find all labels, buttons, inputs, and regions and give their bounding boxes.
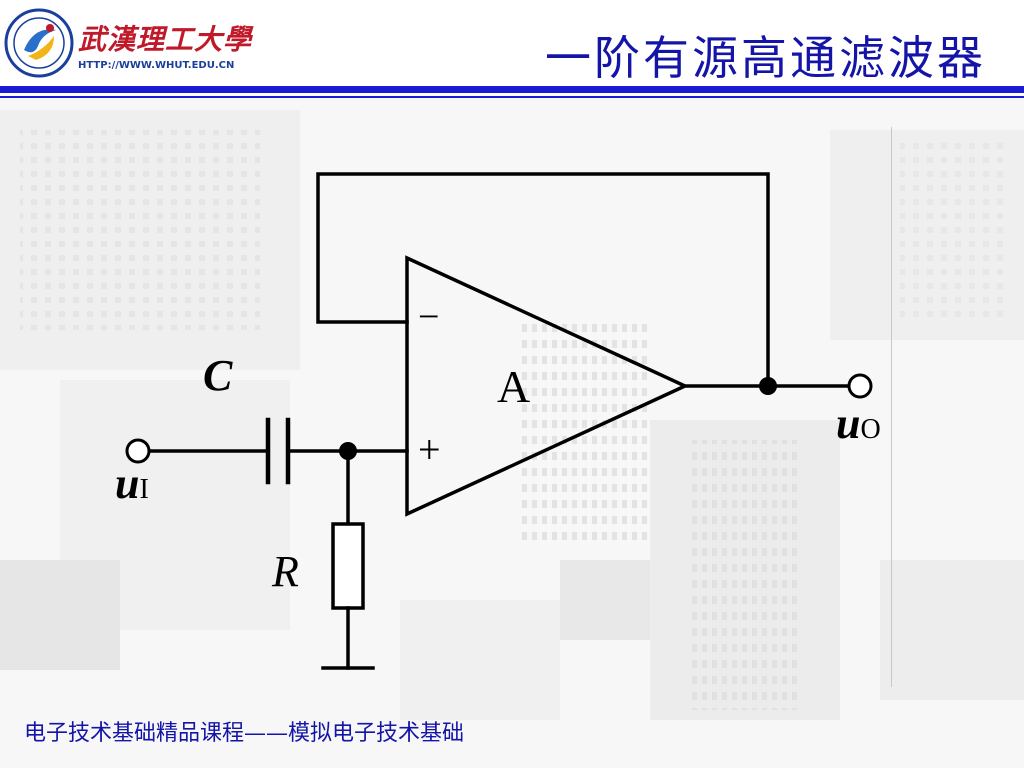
header-rule	[0, 86, 1024, 93]
output-terminal	[847, 373, 873, 399]
input-junction	[339, 442, 357, 460]
output-voltage-subscript: O	[860, 414, 881, 445]
opamp-triangle	[405, 255, 690, 517]
slide-header: 武漢理工大學 HTTP://WWW.WHUT.EDU.CN 一阶有源高通滤波器	[0, 0, 1024, 98]
input-voltage-subscript: I	[139, 474, 149, 505]
noninverting-input-sign: +	[418, 427, 441, 472]
course-footer: 电子技术基础精品课程——模拟电子技术基础	[24, 721, 465, 746]
university-name: 武漢理工大學	[78, 23, 253, 56]
output-voltage-label: uO	[836, 402, 881, 446]
university-logo-icon	[4, 8, 74, 78]
output-junction	[759, 377, 777, 395]
resistor-label: R	[272, 547, 299, 596]
feedback-wire	[316, 172, 770, 388]
divider-line	[891, 127, 892, 687]
input-terminal	[125, 438, 151, 464]
capacitor-label: C	[203, 351, 233, 400]
header-rule-thin	[0, 96, 1024, 98]
input-voltage-label: uI	[115, 462, 149, 506]
opamp-label: A	[497, 361, 531, 412]
resistor-body	[331, 522, 365, 610]
input-voltage-symbol: u	[115, 459, 140, 508]
inverting-input-sign: −	[418, 296, 440, 338]
slide-title: 一阶有源高通滤波器	[545, 31, 986, 85]
output-voltage-symbol: u	[836, 399, 861, 448]
university-url: HTTP://WWW.WHUT.EDU.CN	[78, 60, 235, 71]
